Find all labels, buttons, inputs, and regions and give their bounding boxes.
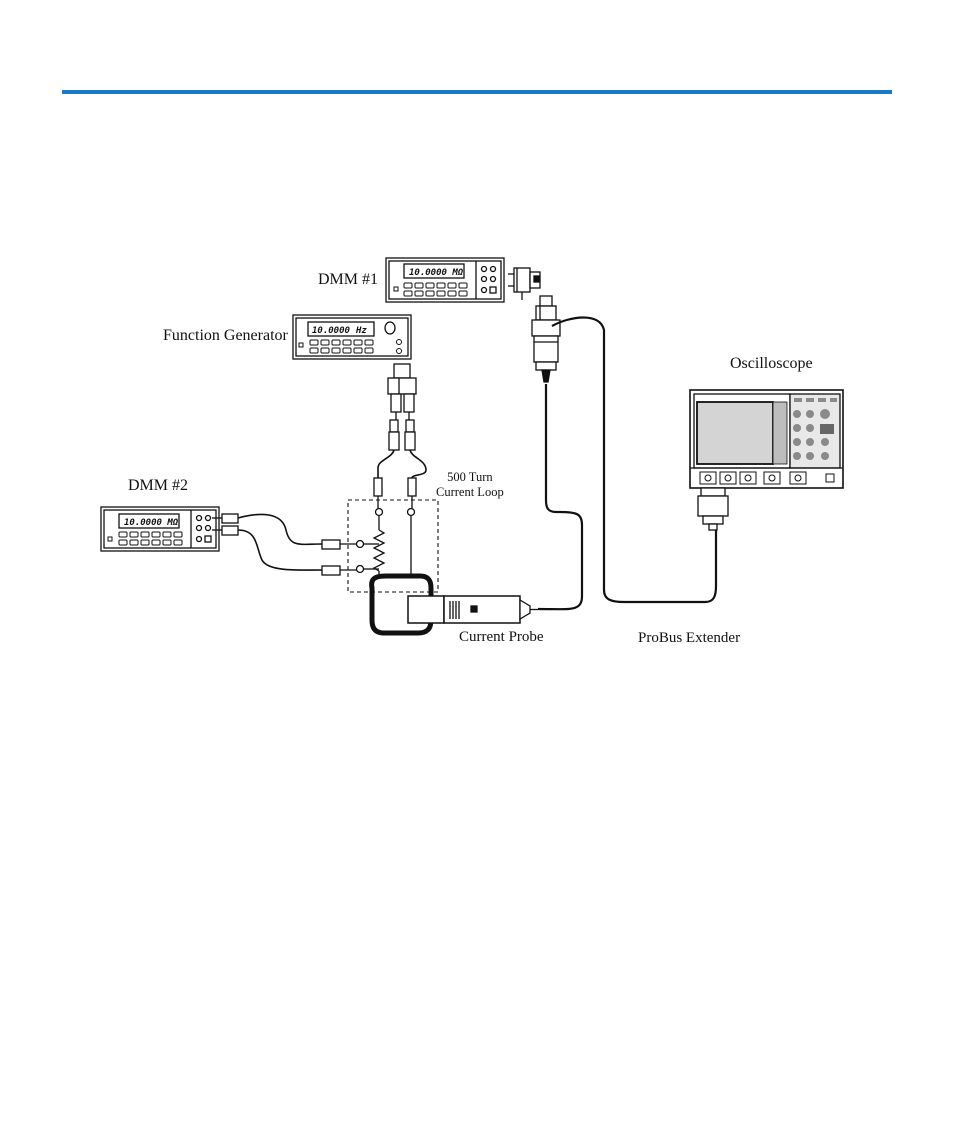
resistor-icon bbox=[374, 530, 384, 571]
oscilloscope-icon bbox=[690, 390, 843, 488]
label-current-probe: Current Probe bbox=[459, 629, 544, 646]
label-current-loop-line1: 500 Turn bbox=[436, 470, 504, 485]
dmm2-instrument: 10.0000 MΩ bbox=[101, 507, 219, 551]
dmm2-display-readout: 10.0000 MΩ bbox=[124, 518, 179, 528]
dmm1-instrument: 10.0000 MΩ bbox=[386, 258, 504, 302]
dmm1-display-readout: 10.0000 MΩ bbox=[409, 268, 464, 278]
label-current-loop: 500 Turn Current Loop bbox=[436, 470, 504, 500]
fg-display-unit: Hz bbox=[355, 326, 367, 336]
label-function-generator: Function Generator bbox=[163, 327, 288, 345]
function-generator-instrument: 10.0000 Hz bbox=[293, 315, 411, 359]
fg-bnc-adapter bbox=[388, 364, 416, 450]
label-probus-extender: ProBus Extender bbox=[638, 630, 740, 647]
probus-connector-stack bbox=[532, 296, 560, 382]
label-current-loop-line2: Current Loop bbox=[436, 485, 504, 500]
label-oscilloscope: Oscilloscope bbox=[730, 355, 813, 373]
current-probe-icon bbox=[408, 596, 538, 623]
fg-display-readout: 10.0000 bbox=[312, 326, 351, 336]
bnc-adapter-icon bbox=[508, 268, 540, 300]
label-dmm2: DMM #2 bbox=[128, 477, 188, 495]
probus-extender-adapter bbox=[698, 488, 728, 530]
label-dmm1: DMM #1 bbox=[318, 271, 378, 289]
